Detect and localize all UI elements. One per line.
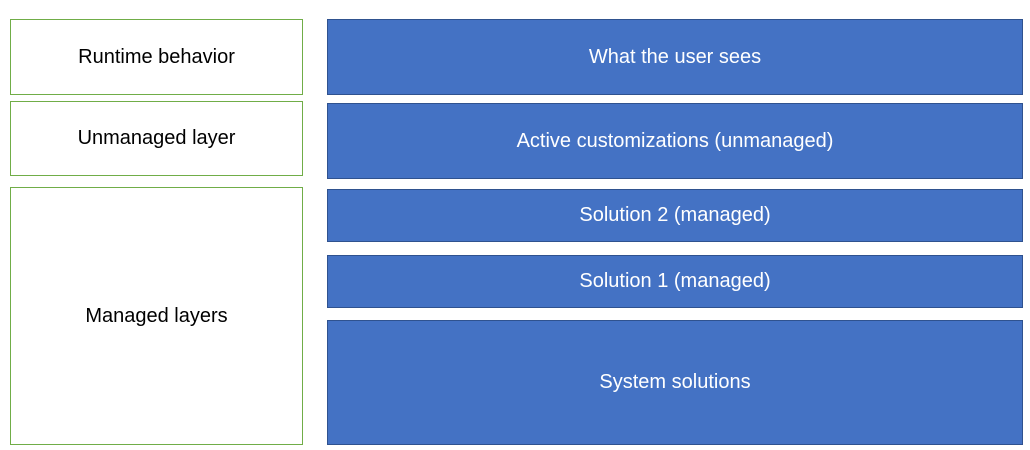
active-customizations-text: Active customizations (unmanaged) [516, 129, 834, 152]
unmanaged-layer-text: Unmanaged layer [77, 127, 236, 149]
user-sees-text: What the user sees [588, 45, 762, 68]
solution-2-layer: Solution 2 (managed) [327, 189, 1023, 242]
managed-layers-label: Managed layers [10, 187, 303, 445]
runtime-behavior-label: Runtime behavior [10, 19, 303, 95]
solution-1-layer: Solution 1 (managed) [327, 255, 1023, 308]
runtime-behavior-text: Runtime behavior [78, 45, 235, 68]
system-solutions-layer: System solutions [327, 320, 1023, 445]
solution-2-text: Solution 2 (managed) [579, 204, 771, 226]
solution-1-text: Solution 1 (managed) [579, 270, 771, 292]
unmanaged-layer-label: Unmanaged layer [10, 101, 303, 176]
user-sees-layer: What the user sees [327, 19, 1023, 95]
system-solutions-text: System solutions [599, 371, 751, 393]
managed-layers-text: Managed layers [85, 304, 228, 327]
active-customizations-layer: Active customizations (unmanaged) [327, 103, 1023, 179]
